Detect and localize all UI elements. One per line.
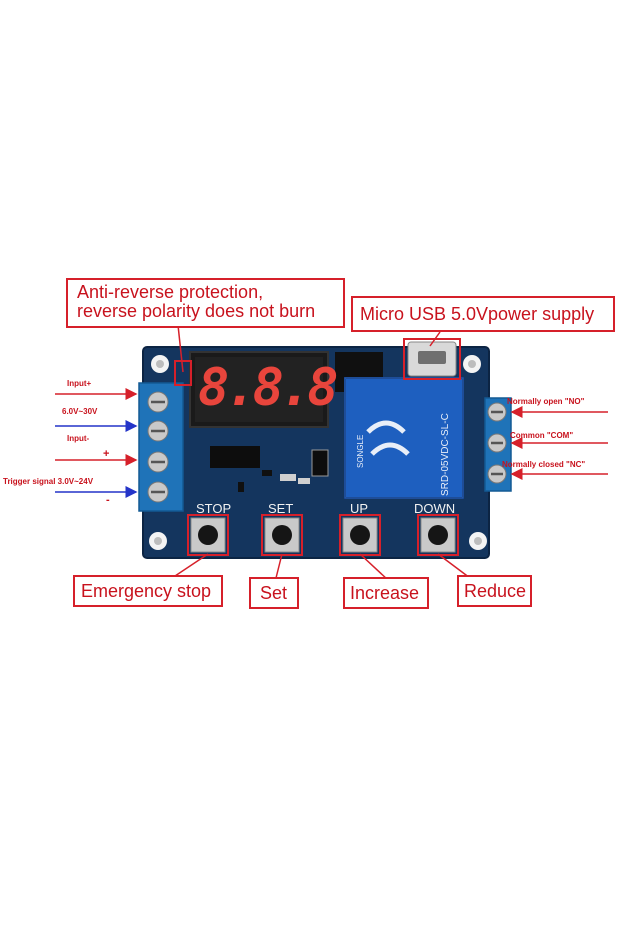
leader-lines — [171, 324, 471, 581]
btn-label-set: SET — [268, 501, 294, 516]
chip — [210, 446, 260, 468]
left-arrows — [55, 388, 138, 498]
right-arrows — [510, 406, 608, 480]
btn-label-stop: STOP — [196, 501, 232, 516]
increase-label: Increase — [350, 583, 420, 603]
anti-reverse-callout: Anti-reverse protection, reverse polarit… — [66, 278, 345, 328]
label-normally-open: Normally open "NO" — [507, 397, 585, 406]
reduce-callout: Reduce — [457, 575, 532, 607]
up-button-highlight — [339, 514, 381, 556]
relay-model: SRD-05VDC-SL-C — [440, 413, 451, 496]
anti-reverse-line1: Anti-reverse protection, — [77, 282, 264, 302]
label-plus-sign: + — [103, 448, 110, 460]
push-buttons — [190, 517, 456, 553]
increase-callout: Increase — [343, 577, 429, 609]
set-label: Set — [260, 583, 288, 603]
btn-label-up: UP — [350, 501, 369, 516]
smd-4 — [262, 470, 272, 476]
btn-label-down: DOWN — [414, 501, 456, 516]
display-digits: 8.8.8 — [198, 358, 339, 418]
right-terminal-block — [484, 397, 512, 492]
mounting-holes — [149, 355, 487, 550]
micro-usb-callout: Micro USB 5.0Vpower supply — [351, 296, 615, 332]
reduce-label: Reduce — [464, 581, 527, 601]
label-trigger: Trigger signal 3.0V~24V — [3, 477, 94, 486]
down-button-highlight — [417, 514, 459, 556]
micro-usb-label: Micro USB 5.0Vpower supply — [360, 304, 595, 324]
relay — [344, 377, 464, 499]
stop-button-highlight — [187, 514, 229, 556]
label-minus-sign: - — [106, 494, 110, 506]
micro-usb-connector — [407, 341, 457, 377]
emergency-stop-callout: Emergency stop — [73, 575, 223, 607]
usb-highlight — [403, 338, 461, 380]
anti-reverse-highlight — [174, 360, 192, 386]
chip-small — [311, 449, 329, 477]
left-terminal-block — [138, 382, 184, 512]
relay-brand: SONGLE — [356, 434, 365, 468]
label-voltage: 6.0V~30V — [62, 407, 98, 416]
set-button-highlight — [261, 514, 303, 556]
label-common: Common "COM" — [510, 431, 574, 440]
label-input-plus: Input+ — [67, 379, 92, 388]
smd-1 — [280, 474, 296, 481]
smd-3 — [238, 482, 244, 492]
label-input-minus: Input- — [67, 434, 90, 443]
set-callout: Set — [249, 577, 299, 609]
anti-reverse-line2: reverse polarity does not burn — [77, 300, 316, 321]
smd-2 — [298, 478, 310, 484]
seven-segment-display — [189, 351, 329, 428]
emergency-stop-label: Emergency stop — [81, 581, 212, 601]
label-normally-closed: Normally closed "NC" — [502, 460, 586, 469]
